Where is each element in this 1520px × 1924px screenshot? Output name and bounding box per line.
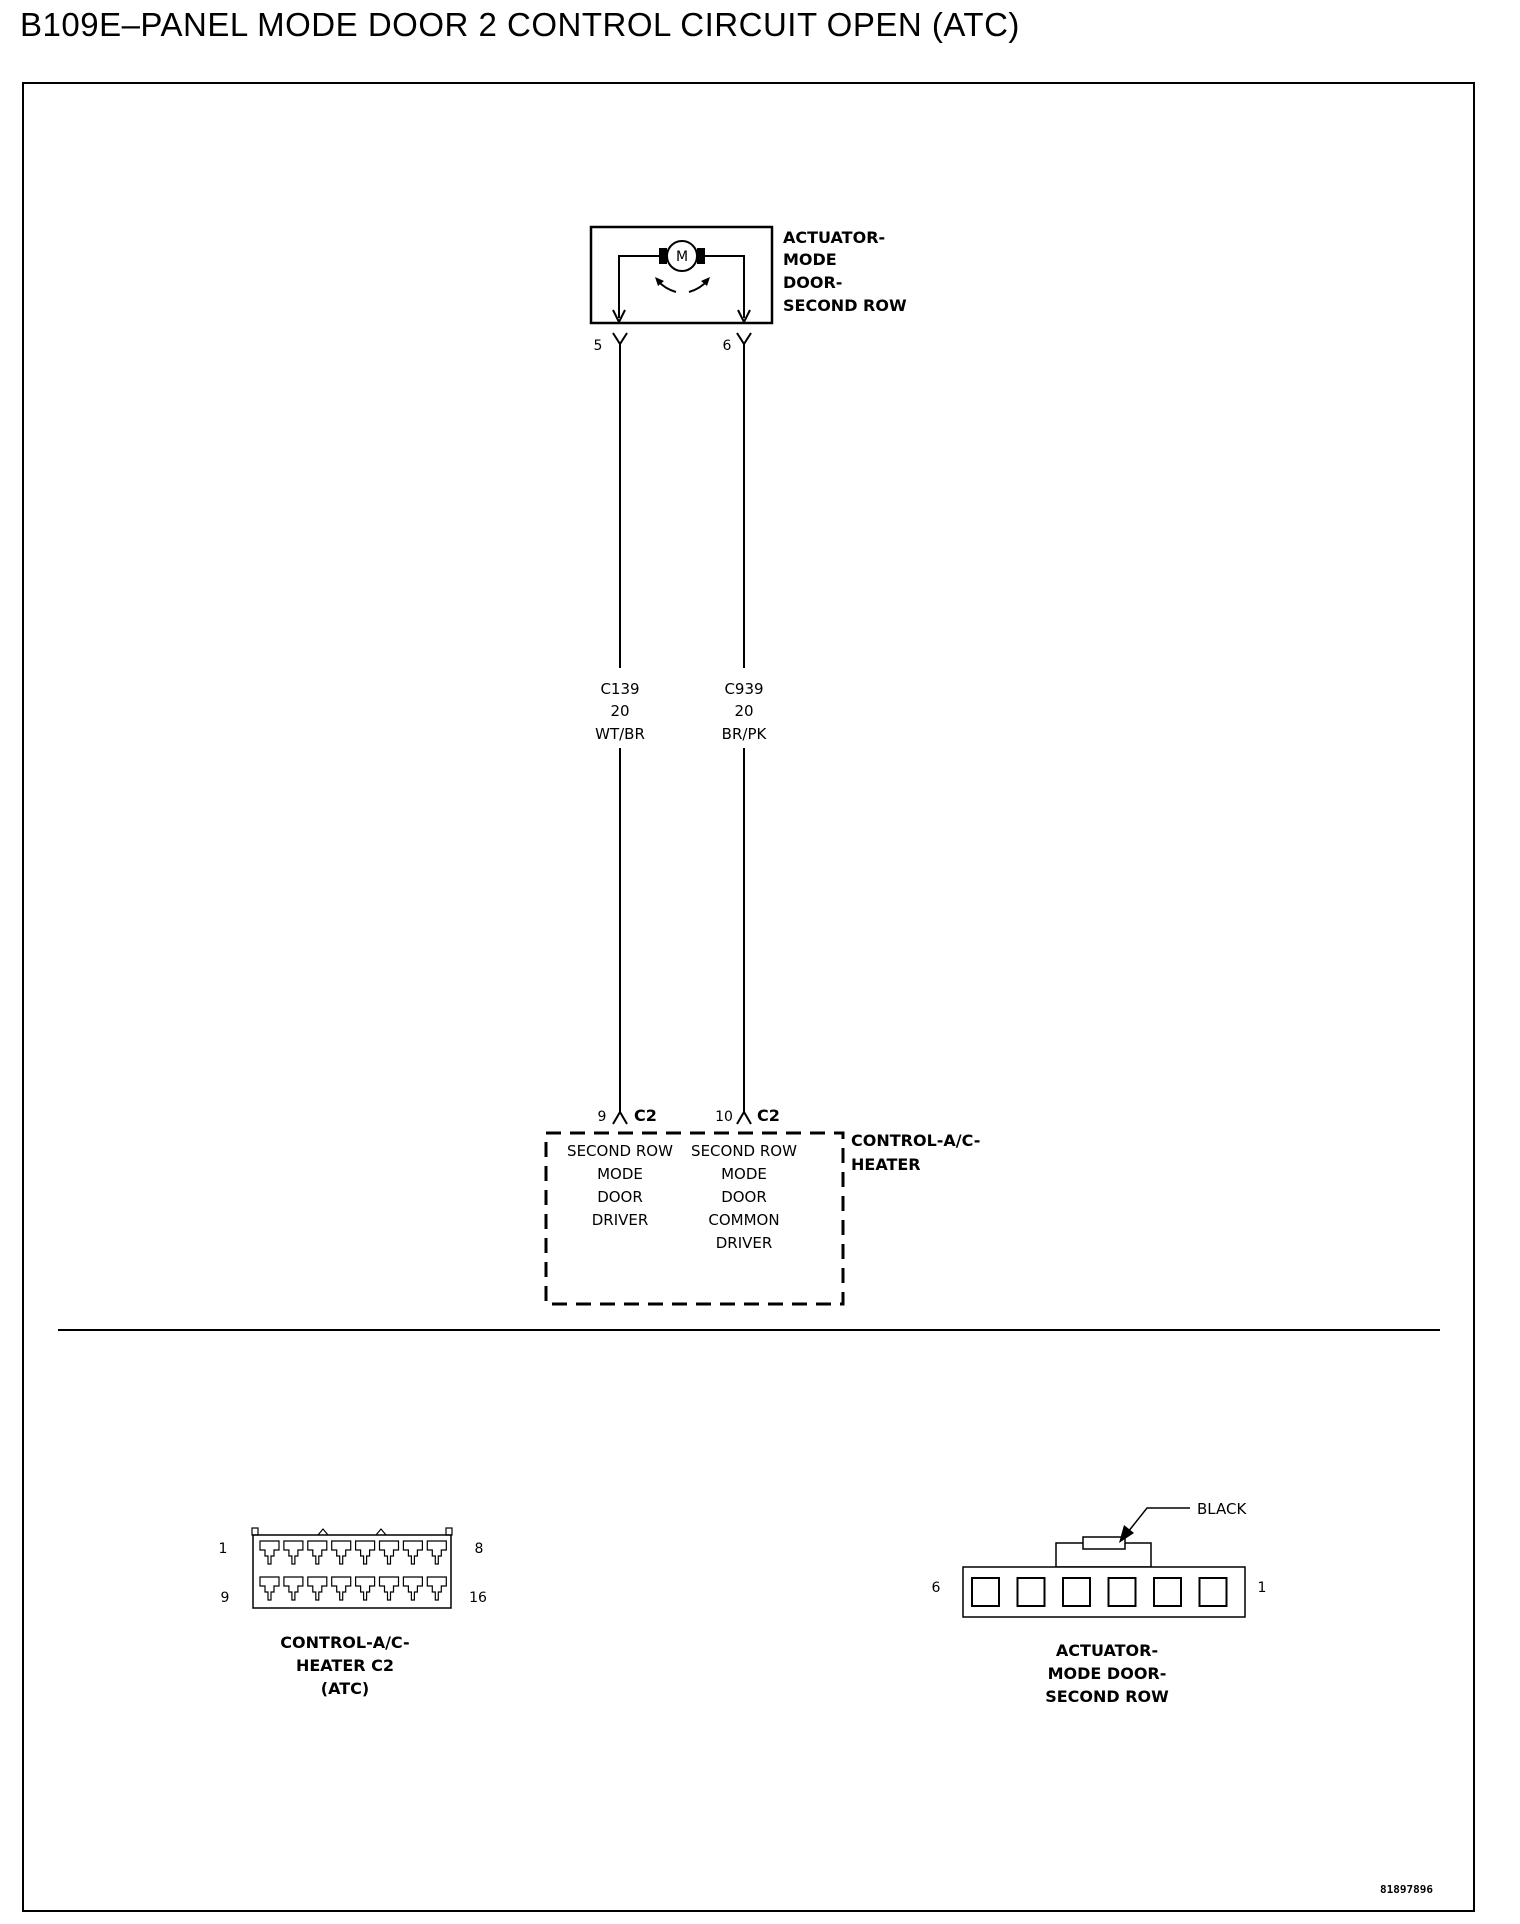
actuator-connector-pin-left: 6 (932, 1580, 941, 1596)
actuator-pin-6-symbol (736, 332, 752, 346)
module-label-line: HEATER (851, 1155, 921, 1174)
connector-cavity (378, 1540, 400, 1565)
actuator-pin-right: 6 (723, 338, 732, 354)
module-function-right-line: COMMON (708, 1211, 779, 1229)
wire-gauge: 20 (734, 702, 753, 720)
module-pin-10-symbol (736, 1110, 752, 1125)
black-callout-line (1123, 1507, 1190, 1538)
control-ac-heater-module (544, 1131, 845, 1306)
connector-cavity (355, 1576, 376, 1601)
actuator-label-line: DOOR- (783, 273, 842, 292)
actuator-connector-color-callout: BLACK (1197, 1500, 1247, 1518)
wire-color: BR/PK (722, 725, 768, 743)
module-function-right-line: SECOND ROW (691, 1142, 797, 1160)
module-connector-id: C2 (634, 1106, 657, 1125)
wire-circuit: C139 (600, 680, 639, 698)
figure-id: 81897896 (1380, 1883, 1433, 1896)
connector-cavity (307, 1576, 328, 1601)
module-function-left-line: DOOR (597, 1188, 643, 1206)
c2-pin-top-left: 1 (219, 1541, 228, 1557)
connector-cavity (1016, 1577, 1046, 1607)
connector-cavity (259, 1576, 280, 1601)
connector-cavity (1107, 1577, 1137, 1607)
actuator-pin-left: 5 (594, 338, 603, 354)
actuator-label-line: ACTUATOR- (783, 228, 885, 247)
connector-cavity (378, 1576, 400, 1601)
module-function-right-line: DOOR (721, 1188, 767, 1206)
module-function-right-line: DRIVER (716, 1234, 773, 1252)
diagram-frame (22, 82, 1475, 1912)
module-connector-id: C2 (757, 1106, 780, 1125)
connector-actuator-face (962, 1507, 1246, 1618)
connector-cavity (331, 1576, 352, 1601)
actuator-mode-door-second-row: M (589, 225, 774, 325)
actuator-label-line: SECOND ROW (783, 296, 907, 315)
c2-caption-line: (ATC) (321, 1679, 369, 1698)
actuator-pin-5-symbol (612, 332, 628, 346)
connector-cavity (307, 1540, 328, 1565)
module-pin-left: 9 (598, 1109, 607, 1125)
module-pin-right: 10 (715, 1109, 733, 1125)
c2-pin-bottom-right: 16 (469, 1590, 487, 1606)
connector-cavity (1153, 1577, 1182, 1607)
actuator-label-line: MODE (783, 250, 837, 269)
connector-cavity (426, 1576, 447, 1601)
black-callout-arrowhead (1119, 1525, 1134, 1543)
connector-cavity (259, 1540, 280, 1565)
connector-cavity (1062, 1577, 1091, 1607)
connector-cavity (402, 1540, 423, 1565)
connector-cavity (283, 1576, 304, 1601)
motor-symbol: M (676, 249, 688, 265)
module-label-line: CONTROL-A/C- (851, 1131, 980, 1150)
connector-cavity (402, 1576, 423, 1601)
actuator-connector-caption-line: ACTUATOR- (1056, 1641, 1158, 1660)
connector-cavity (426, 1540, 447, 1565)
wire-color: WT/BR (595, 725, 645, 743)
c2-caption-line: CONTROL-A/C- (280, 1633, 409, 1652)
actuator-connector-caption-line: SECOND ROW (1045, 1687, 1169, 1706)
actuator-connector-pin-right: 1 (1258, 1580, 1267, 1596)
c2-pin-bottom-left: 9 (221, 1590, 230, 1606)
wire-gauge: 20 (610, 702, 629, 720)
connector-cavity (331, 1540, 352, 1565)
c2-pin-top-right: 8 (475, 1541, 484, 1557)
connector-cavity (971, 1577, 1000, 1607)
motor-icon (666, 240, 698, 272)
connector-cavity (1198, 1577, 1228, 1607)
wire-circuit: C939 (724, 680, 763, 698)
connector-cavity (355, 1540, 376, 1565)
page-title: B109E–PANEL MODE DOOR 2 CONTROL CIRCUIT … (20, 6, 1020, 43)
actuator-connector-caption-line: MODE DOOR- (1048, 1664, 1167, 1683)
c2-caption-line: HEATER C2 (296, 1656, 394, 1675)
module-function-right-line: MODE (721, 1165, 767, 1183)
connector-cavity (283, 1540, 304, 1565)
module-function-left-line: DRIVER (592, 1211, 649, 1229)
connector-c2-face (251, 1527, 453, 1609)
module-function-left-line: SECOND ROW (567, 1142, 673, 1160)
module-pin-9-symbol (612, 1110, 628, 1125)
module-function-left-line: MODE (597, 1165, 643, 1183)
